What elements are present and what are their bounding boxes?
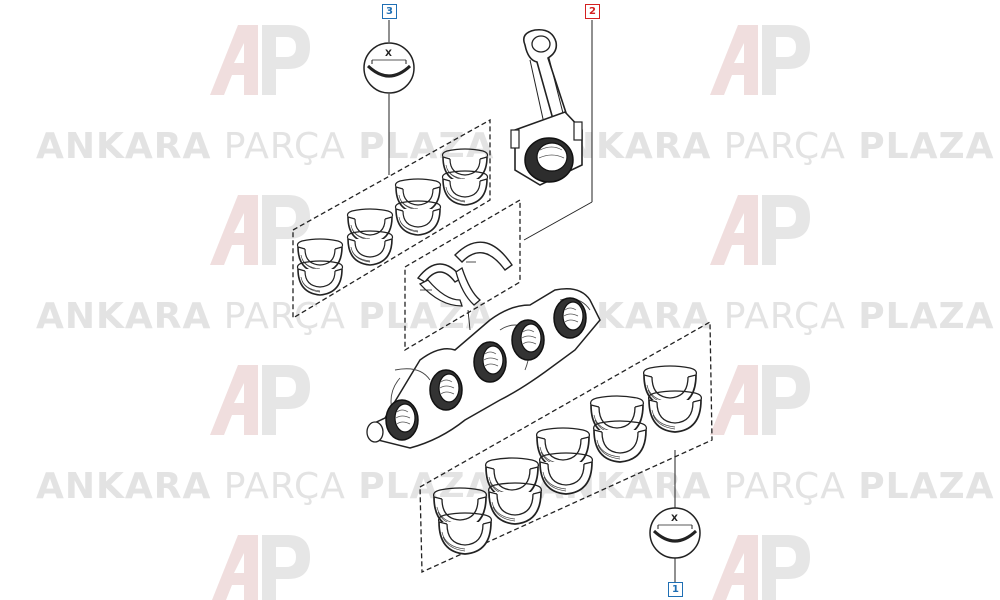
- crankshaft: [366, 288, 601, 449]
- rod-bearing-shell: [441, 148, 489, 184]
- thrust-washer-group-outline: [404, 198, 521, 352]
- callout-connecting-rod[interactable]: 2: [585, 4, 600, 19]
- rod-bearing-shell: [346, 208, 394, 244]
- callout-rod-bearings[interactable]: 3: [382, 4, 397, 19]
- rod-bearing-group-outline: [292, 118, 491, 320]
- detail-circle-rod: X: [363, 42, 415, 94]
- crank-journal: [385, 399, 419, 441]
- crank-journal: [473, 341, 507, 383]
- leader-line: [523, 201, 593, 241]
- rod-bearing-shell: [394, 178, 442, 214]
- connecting-rod: [510, 28, 583, 186]
- detail-x-label: X: [671, 514, 678, 524]
- main-bearing-group-outline: [419, 320, 713, 573]
- callout-main-bearings[interactable]: 1: [668, 582, 683, 597]
- leader-line: [467, 309, 471, 331]
- crank-journal: [553, 297, 587, 339]
- detail-circle-main: X: [649, 507, 701, 559]
- rod-bearing-shell: [296, 238, 344, 274]
- crank-journal: [511, 319, 545, 361]
- detail-x-label: X: [385, 49, 392, 59]
- thrust-washers: [416, 241, 513, 307]
- crank-journal: [429, 369, 463, 411]
